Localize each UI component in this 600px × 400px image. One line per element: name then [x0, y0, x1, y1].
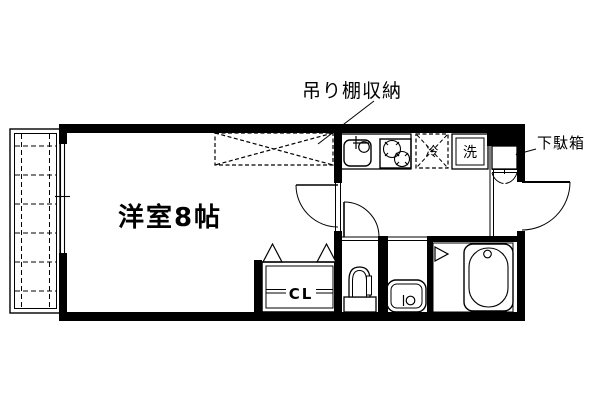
- walls: [59, 124, 525, 321]
- bathtub-drain-icon: [483, 249, 492, 259]
- wall-closet-left: [254, 260, 262, 312]
- entrance-door: [521, 181, 571, 231]
- thresholds: [335, 146, 494, 241]
- bathtub: [463, 243, 514, 312]
- faucet-icon: [353, 136, 370, 153]
- washbasin-faucet-icon: [405, 295, 416, 306]
- wall-right-below-door: [517, 231, 525, 321]
- washbasin: [386, 279, 427, 313]
- wall-bottom: [59, 312, 525, 321]
- wall-bathroom-top: [427, 236, 517, 242]
- stove: [379, 138, 412, 169]
- room-door-arc: [295, 184, 339, 228]
- hanging-shelf: [214, 132, 334, 166]
- bathroom: [432, 242, 514, 313]
- cabinet-door-arc: [491, 172, 504, 184]
- washing-machine-space: [451, 133, 489, 170]
- refrigerator-label: 冷: [425, 145, 438, 160]
- cabinet-door-arc: [505, 172, 518, 184]
- closet-label: CL: [289, 285, 314, 303]
- washer-label: 洗: [463, 145, 477, 161]
- wall-room-kitchen-upper: [334, 133, 342, 183]
- shoe-cabinet-leader-line: [515, 148, 537, 157]
- toilet-flush-unit: [366, 275, 372, 296]
- balcony-hatch: [15, 134, 56, 308]
- folding-door-icon: [434, 245, 450, 263]
- bathtub-inner: [468, 247, 509, 308]
- toilet-tank: [343, 296, 377, 313]
- wall-toilet-washroom: [378, 236, 388, 312]
- entrance-door-arc: [521, 181, 571, 231]
- hanging-shelf-label: 吊り棚収納: [302, 80, 402, 102]
- toilet-door-arc: [343, 201, 380, 238]
- hanging-shelf-leader-line: [317, 100, 375, 145]
- shoe-cabinet-label: 下駄箱: [537, 134, 585, 152]
- wall-room-kitchen-lower: [334, 231, 342, 312]
- kitchen-sink: [343, 139, 372, 167]
- closet: [261, 242, 338, 313]
- wall-top: [59, 124, 525, 133]
- burner-icon: [382, 139, 411, 168]
- room-door: [295, 184, 339, 228]
- toilet: [343, 266, 377, 313]
- wall-entrance-top: [487, 124, 525, 146]
- wall-left-below-window: [59, 253, 67, 321]
- sliding-window: [55, 144, 70, 253]
- refrigerator-space: [415, 133, 449, 169]
- wall-left-above-window: [59, 124, 67, 144]
- wall-washroom-bathroom: [427, 236, 433, 312]
- balcony: [9, 128, 61, 314]
- closet-hanger-lines: [266, 289, 333, 294]
- main-room-label: 洋室8帖: [118, 202, 222, 233]
- toilet-door: [343, 201, 380, 238]
- shoe-cabinet: [491, 145, 518, 184]
- kitchen-counter: [340, 133, 412, 170]
